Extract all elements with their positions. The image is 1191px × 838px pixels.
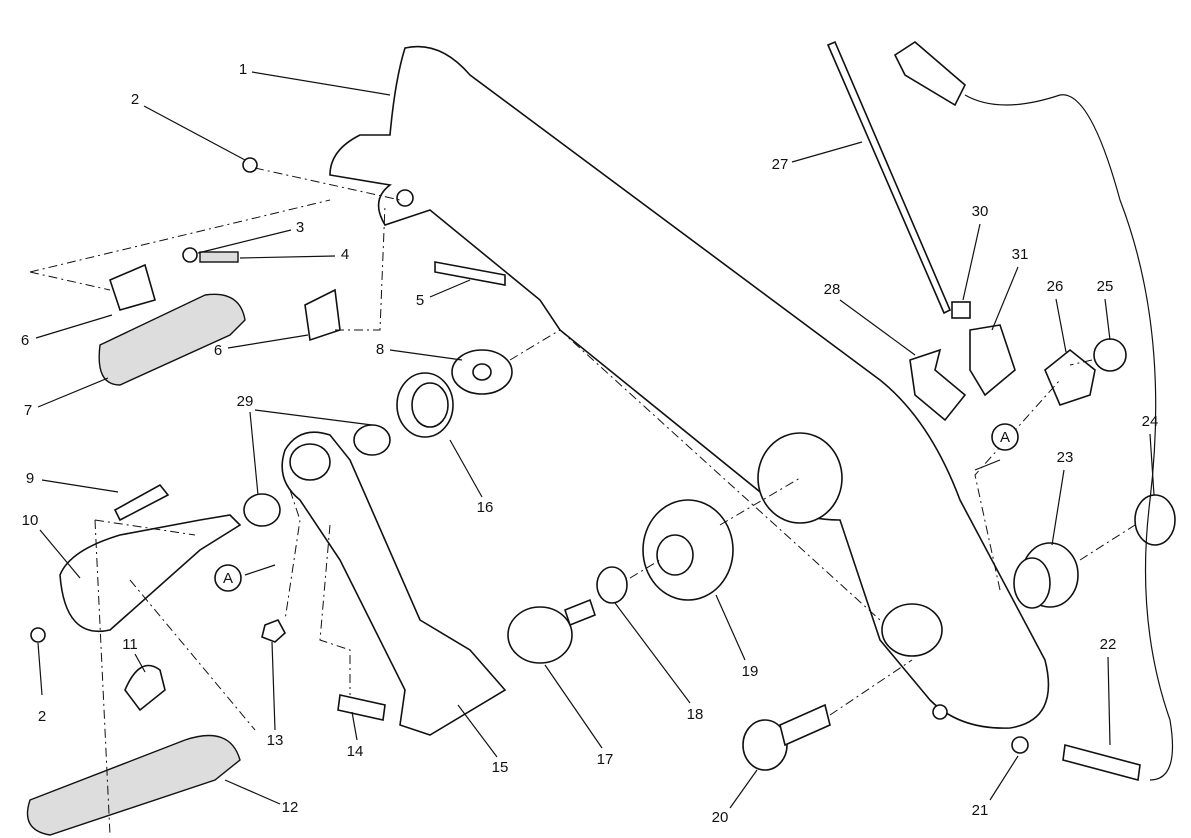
callout-24: 24 — [1142, 413, 1159, 430]
svg-text:A: A — [223, 570, 233, 587]
callout-6: 6 — [21, 332, 29, 349]
nut-part — [261, 619, 287, 643]
upper-footpeg-part — [98, 293, 246, 386]
pin-part — [434, 261, 506, 286]
callout-27: 27 — [772, 156, 789, 173]
callout-21: 21 — [972, 802, 989, 819]
callout-19: 19 — [742, 663, 759, 680]
callout-7: 7 — [24, 402, 32, 419]
oring-part — [243, 493, 281, 527]
clip-part — [909, 348, 967, 422]
callout-18: 18 — [687, 706, 704, 723]
brake-pedal-part — [281, 431, 507, 736]
bolt-part — [337, 694, 386, 721]
spring-inner — [411, 382, 449, 428]
callout-16: 16 — [477, 499, 494, 516]
plate-part — [304, 288, 341, 342]
assembly-line — [94, 489, 301, 836]
callout-23: 23 — [1057, 449, 1074, 466]
callout-11: 11 — [122, 636, 138, 653]
callout-1: 1 — [239, 61, 247, 78]
sensor-cable — [964, 94, 1174, 781]
nut-part — [951, 301, 971, 319]
callout-12: 12 — [282, 799, 299, 816]
connector-part — [893, 41, 966, 107]
svg-text:A: A — [1000, 429, 1010, 446]
assembly-line — [974, 359, 1136, 591]
callout-10: 10 — [22, 512, 39, 529]
callout-2: 2 — [131, 91, 139, 108]
callout-20: 20 — [712, 809, 729, 826]
callout-30: 30 — [972, 203, 989, 220]
pin-part — [113, 483, 170, 522]
callout-9: 9 — [26, 470, 34, 487]
callout-4: 4 — [341, 246, 349, 263]
plate-part — [109, 263, 156, 311]
callout-2: 2 — [38, 708, 46, 725]
callout-29: 29 — [237, 393, 254, 410]
bolt-part — [742, 719, 788, 771]
washer-part — [596, 566, 628, 604]
assembly-line — [254, 167, 401, 201]
bushing-face — [1013, 557, 1051, 609]
callout-6: 6 — [214, 342, 222, 359]
circlip-part — [30, 627, 46, 643]
bracket-hole — [396, 189, 414, 207]
bolt-shank — [564, 598, 596, 627]
callout-25: 25 — [1097, 278, 1114, 295]
clevis-part — [969, 324, 1016, 397]
callout-22: 22 — [1100, 636, 1117, 653]
callout-8: 8 — [376, 341, 384, 358]
callout-5: 5 — [416, 292, 424, 309]
spacer-hole — [656, 534, 694, 576]
assembly-line — [509, 329, 881, 621]
callout-14: 14 — [347, 743, 364, 760]
callout-3: 3 — [296, 219, 304, 236]
callout-17: 17 — [597, 751, 614, 768]
torsion-spring-part — [124, 664, 166, 712]
bushing-part — [1093, 338, 1127, 372]
sensor-part — [1062, 743, 1141, 782]
callout-13: 13 — [267, 732, 284, 749]
peg-mount-part — [59, 514, 242, 633]
nut-part — [1044, 348, 1096, 406]
assembly-line — [719, 477, 801, 526]
pivot-bolt-part — [507, 606, 573, 664]
main-bracket-part — [329, 45, 1050, 729]
assembly-line — [629, 559, 661, 579]
reference-mark-a: A — [214, 564, 276, 592]
ball-part — [182, 247, 198, 263]
assembly-line — [319, 524, 351, 695]
bracket-lower-bore — [881, 603, 943, 657]
bracket-hole — [932, 704, 948, 720]
circlip-part — [242, 157, 258, 173]
bolt-shank — [779, 703, 831, 747]
spring-part — [199, 251, 239, 263]
oring-part — [353, 424, 391, 456]
callout-31: 31 — [1012, 246, 1029, 263]
assembly-line — [335, 204, 386, 331]
washer-hole — [472, 363, 492, 381]
callout-26: 26 — [1047, 278, 1064, 295]
callout-labels: 1 2 3 4 5 6 6 7 8 9 10 11 12 13 14 15 16… — [21, 61, 1159, 826]
bracket-bore — [757, 432, 843, 524]
callout-28: 28 — [824, 281, 841, 298]
callout-15: 15 — [492, 759, 509, 776]
washer-part — [1011, 736, 1029, 754]
washer-part — [1134, 494, 1176, 546]
lower-footpeg-part — [26, 734, 241, 836]
pedal-bore — [289, 443, 331, 481]
assembly-line — [29, 199, 331, 291]
assembly-line — [829, 659, 913, 716]
rod-part — [826, 40, 952, 315]
leader-lines — [35, 71, 1155, 809]
reference-mark-a: A — [974, 423, 1019, 471]
